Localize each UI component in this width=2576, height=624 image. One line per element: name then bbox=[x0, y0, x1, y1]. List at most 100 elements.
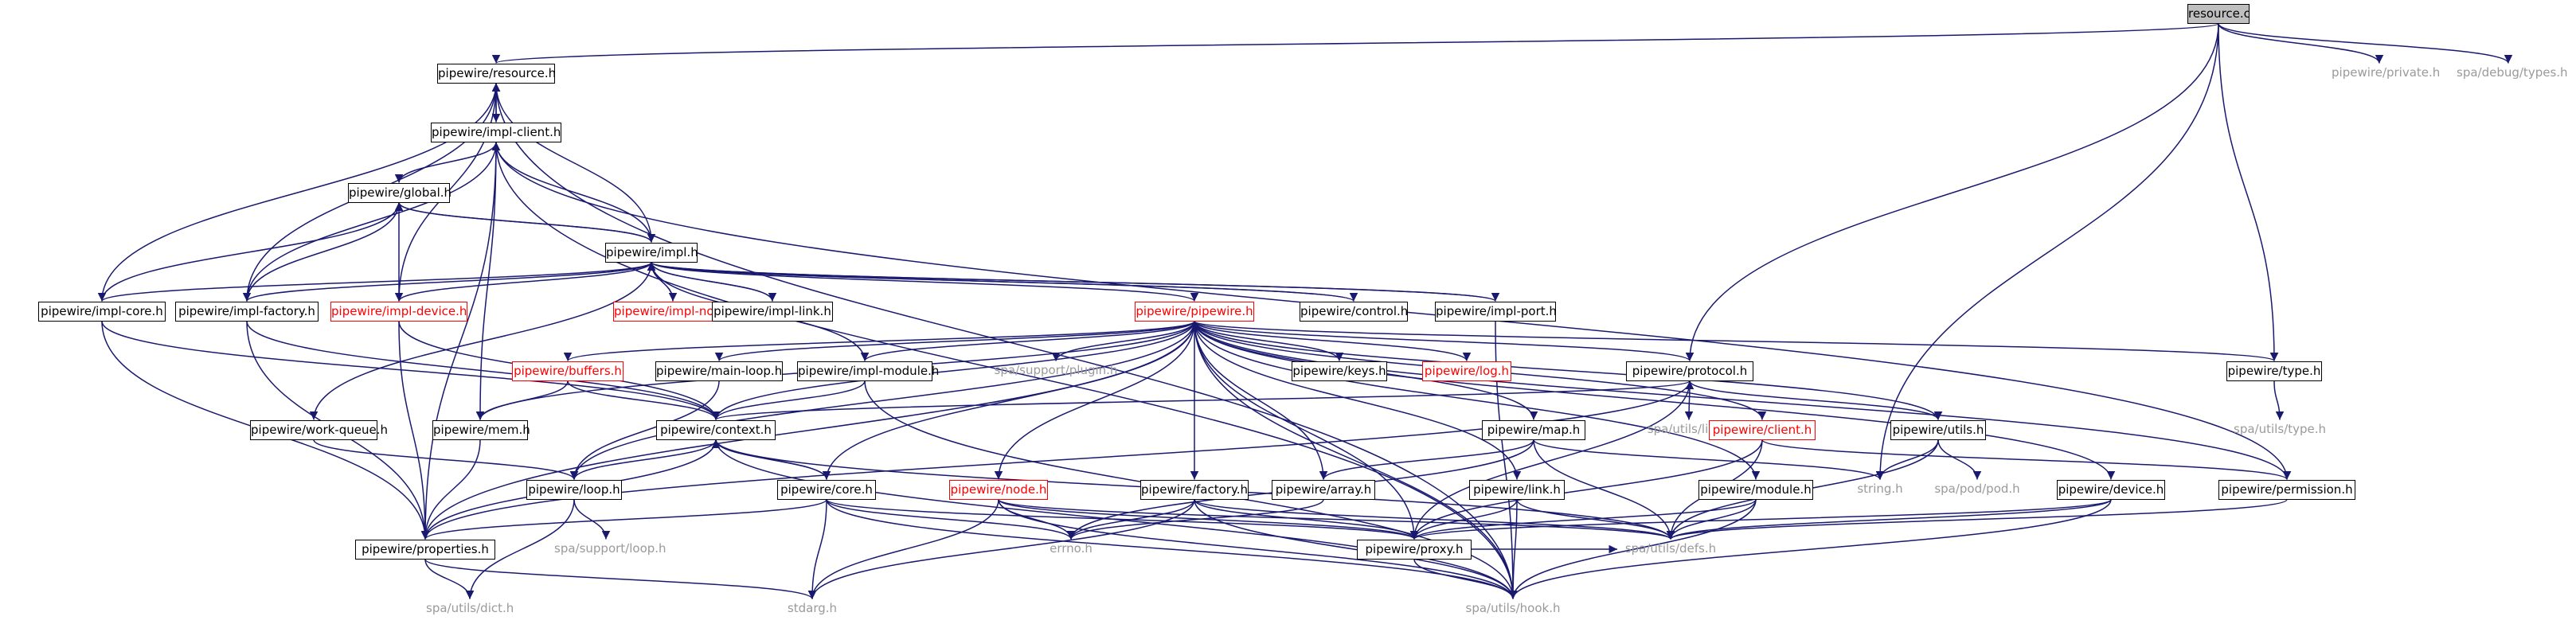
edge-properties-to-dict bbox=[424, 559, 475, 599]
edge-client-to-proxy bbox=[1409, 439, 1763, 540]
edge-protocol-to-context bbox=[712, 380, 1691, 421]
node-pipewire-type-h[interactable]: pipewire/type.h bbox=[2226, 361, 2322, 381]
node-errno-h: errno.h bbox=[1050, 540, 1093, 556]
node-pipewire-impl-factory-h[interactable]: pipewire/impl-factory.h bbox=[175, 301, 319, 322]
edge-pipewire-to-hook bbox=[1194, 321, 1518, 599]
node-pipewire-proxy-h[interactable]: pipewire/proxy.h bbox=[1357, 539, 1472, 560]
node-pipewire-keys-h[interactable]: pipewire/keys.h bbox=[1292, 361, 1387, 381]
edge-resource_c-to-private bbox=[2218, 23, 2384, 64]
edge-pipewire-to-impl_module bbox=[860, 320, 1195, 362]
edge-main_loop-to-loop bbox=[569, 380, 720, 480]
edge-impl_factory-to-global bbox=[246, 202, 404, 302]
edge-impl_module-to-context bbox=[711, 380, 866, 420]
edge-client-to-permission bbox=[1761, 439, 2291, 481]
node-pipewire-link-h[interactable]: pipewire/link.h bbox=[1469, 479, 1565, 500]
edge-impl-to-global bbox=[394, 202, 652, 243]
node-spa-utils-type-h: spa/utils/type.h bbox=[2234, 421, 2326, 436]
edge-impl_link-to-impl bbox=[647, 262, 773, 302]
edge-node-to-stdarg bbox=[807, 499, 999, 599]
node-pipewire-device-h[interactable]: pipewire/device.h bbox=[2057, 479, 2165, 500]
edge-pipewire-to-type_h bbox=[1194, 320, 2278, 362]
node-pipewire-impl-link-h[interactable]: pipewire/impl-link.h bbox=[712, 301, 833, 322]
node-pipewire-protocol-h[interactable]: pipewire/protocol.h bbox=[1626, 361, 1753, 381]
edge-loop-to-support_loop bbox=[573, 499, 611, 540]
edge-permission-to-defs bbox=[1667, 498, 2288, 540]
node-pipewire-impl-core-h[interactable]: pipewire/impl-core.h bbox=[38, 301, 166, 322]
edge-module-to-hook bbox=[1508, 499, 1757, 599]
node-pipewire-node-h[interactable]: pipewire/node.h bbox=[949, 479, 1048, 500]
node-pipewire-work-queue-h[interactable]: pipewire/work-queue.h bbox=[250, 419, 388, 440]
edge-impl_core-to-context bbox=[101, 321, 721, 420]
node-pipewire-control-h[interactable]: pipewire/control.h bbox=[1300, 301, 1408, 322]
edge-module-to-proxy bbox=[1409, 498, 1757, 540]
node-pipewire-permission-h[interactable]: pipewire/permission.h bbox=[2218, 479, 2355, 500]
node-pipewire-client-h[interactable]: pipewire/client.h bbox=[1709, 419, 1816, 440]
node-pipewire-global-h[interactable]: pipewire/global.h bbox=[348, 182, 451, 203]
edge-impl_port-to-impl bbox=[647, 261, 1496, 302]
edge-core-to-stdarg bbox=[807, 499, 827, 599]
edge-pipewire-to-loop bbox=[569, 321, 1195, 480]
edge-impl-to-work_queue bbox=[309, 262, 652, 420]
node-pipewire-log-h[interactable]: pipewire/log.h bbox=[1422, 361, 1511, 381]
edge-resource_c-to-protocol bbox=[1685, 23, 2219, 361]
node-pipewire-impl-port-h[interactable]: pipewire/impl-port.h bbox=[1435, 301, 1557, 322]
edge-pipewire-to-main_loop bbox=[715, 320, 1195, 362]
node-spa-pod-pod-h: spa/pod/pod.h bbox=[1934, 481, 2020, 496]
node-spa-debug-types-h: spa/debug/types.h bbox=[2457, 64, 2568, 80]
node-pipewire-core-h[interactable]: pipewire/core.h bbox=[777, 479, 876, 500]
edge-resource_c-to-resource_h bbox=[492, 22, 2219, 64]
edge-mem-to-properties bbox=[420, 439, 481, 540]
edge-type_h-to-utils_type bbox=[2273, 380, 2285, 420]
edge-pipewire-to-array bbox=[1194, 321, 1328, 480]
edge-buffers-to-mem bbox=[475, 380, 569, 420]
node-pipewire-pipewire-h[interactable]: pipewire/pipewire.h bbox=[1135, 301, 1254, 322]
edge-factory-to-hook bbox=[1194, 499, 1518, 599]
edge-pipewire-to-permission bbox=[1194, 321, 2292, 480]
edge-pipewire-to-keys bbox=[1194, 321, 1344, 361]
edge-factory-to-errno bbox=[1066, 499, 1195, 540]
edge-work_queue-to-loop bbox=[313, 439, 579, 480]
edge-device-to-proxy bbox=[1410, 498, 2112, 540]
edge-pipewire-to-link bbox=[1194, 321, 1522, 480]
edge-pipewire-to-module bbox=[1194, 321, 1761, 480]
edge-pipewire-to-context bbox=[711, 321, 1195, 420]
node-spa-utils-hook-h: spa/utils/hook.h bbox=[1465, 600, 1561, 615]
node-pipewire-properties-h[interactable]: pipewire/properties.h bbox=[355, 539, 495, 560]
edge-pipewire-to-log bbox=[1194, 321, 1472, 361]
node-pipewire-impl-h[interactable]: pipewire/impl.h bbox=[605, 242, 698, 263]
node-pipewire-context-h[interactable]: pipewire/context.h bbox=[656, 419, 776, 440]
edge-impl_core-to-global bbox=[101, 202, 404, 302]
edge-impl-to-pipewire bbox=[651, 261, 1198, 302]
edge-pipewire-to-device bbox=[1194, 321, 2116, 480]
node-resource-c: resource.c bbox=[2187, 3, 2250, 24]
edge-map-to-string bbox=[1533, 439, 1885, 481]
edge-core-to-errno bbox=[826, 499, 1076, 540]
node-pipewire-mem-h[interactable]: pipewire/mem.h bbox=[432, 419, 530, 440]
edge-node-to-hook bbox=[998, 499, 1518, 599]
node-pipewire-buffers-h[interactable]: pipewire/buffers.h bbox=[512, 361, 623, 381]
node-pipewire-impl-device-h[interactable]: pipewire/impl-device.h bbox=[330, 301, 467, 322]
node-pipewire-map-h[interactable]: pipewire/map.h bbox=[1482, 419, 1585, 440]
node-pipewire-impl-client-h[interactable]: pipewire/impl-client.h bbox=[431, 122, 561, 142]
node-pipewire-loop-h[interactable]: pipewire/loop.h bbox=[526, 479, 622, 500]
node-pipewire-impl-module-h[interactable]: pipewire/impl-module.h bbox=[797, 361, 939, 381]
edge-map-to-array bbox=[1319, 439, 1534, 480]
node-stdarg-h: stdarg.h bbox=[787, 600, 838, 615]
edge-impl-to-impl_device bbox=[394, 262, 652, 302]
node-pipewire-factory-h[interactable]: pipewire/factory.h bbox=[1140, 479, 1249, 500]
node-pipewire-main-loop-h[interactable]: pipewire/main-loop.h bbox=[655, 361, 783, 381]
edge-impl-to-impl_core bbox=[98, 261, 652, 302]
node-pipewire-resource-h[interactable]: pipewire/resource.h bbox=[437, 63, 556, 84]
edge-control-to-impl bbox=[647, 261, 1354, 302]
edge-pipewire-to-proxy bbox=[1194, 321, 1419, 540]
edge-resource_h-to-hook bbox=[495, 83, 1518, 599]
edge-resource_c-to-string bbox=[1875, 23, 2219, 480]
edge-impl-to-impl_factory bbox=[242, 261, 652, 302]
node-pipewire-module-h[interactable]: pipewire/module.h bbox=[1698, 479, 1813, 500]
edge-pipewire-to-utils bbox=[1194, 321, 1943, 420]
edge-node-to-defs bbox=[998, 498, 1675, 540]
node-pipewire-utils-h[interactable]: pipewire/utils.h bbox=[1890, 419, 1986, 440]
node-pipewire-array-h[interactable]: pipewire/array.h bbox=[1272, 479, 1375, 500]
edge-utils-to-pod bbox=[1937, 439, 1982, 480]
edge-resource_c-to-debug_types bbox=[2218, 23, 2513, 64]
